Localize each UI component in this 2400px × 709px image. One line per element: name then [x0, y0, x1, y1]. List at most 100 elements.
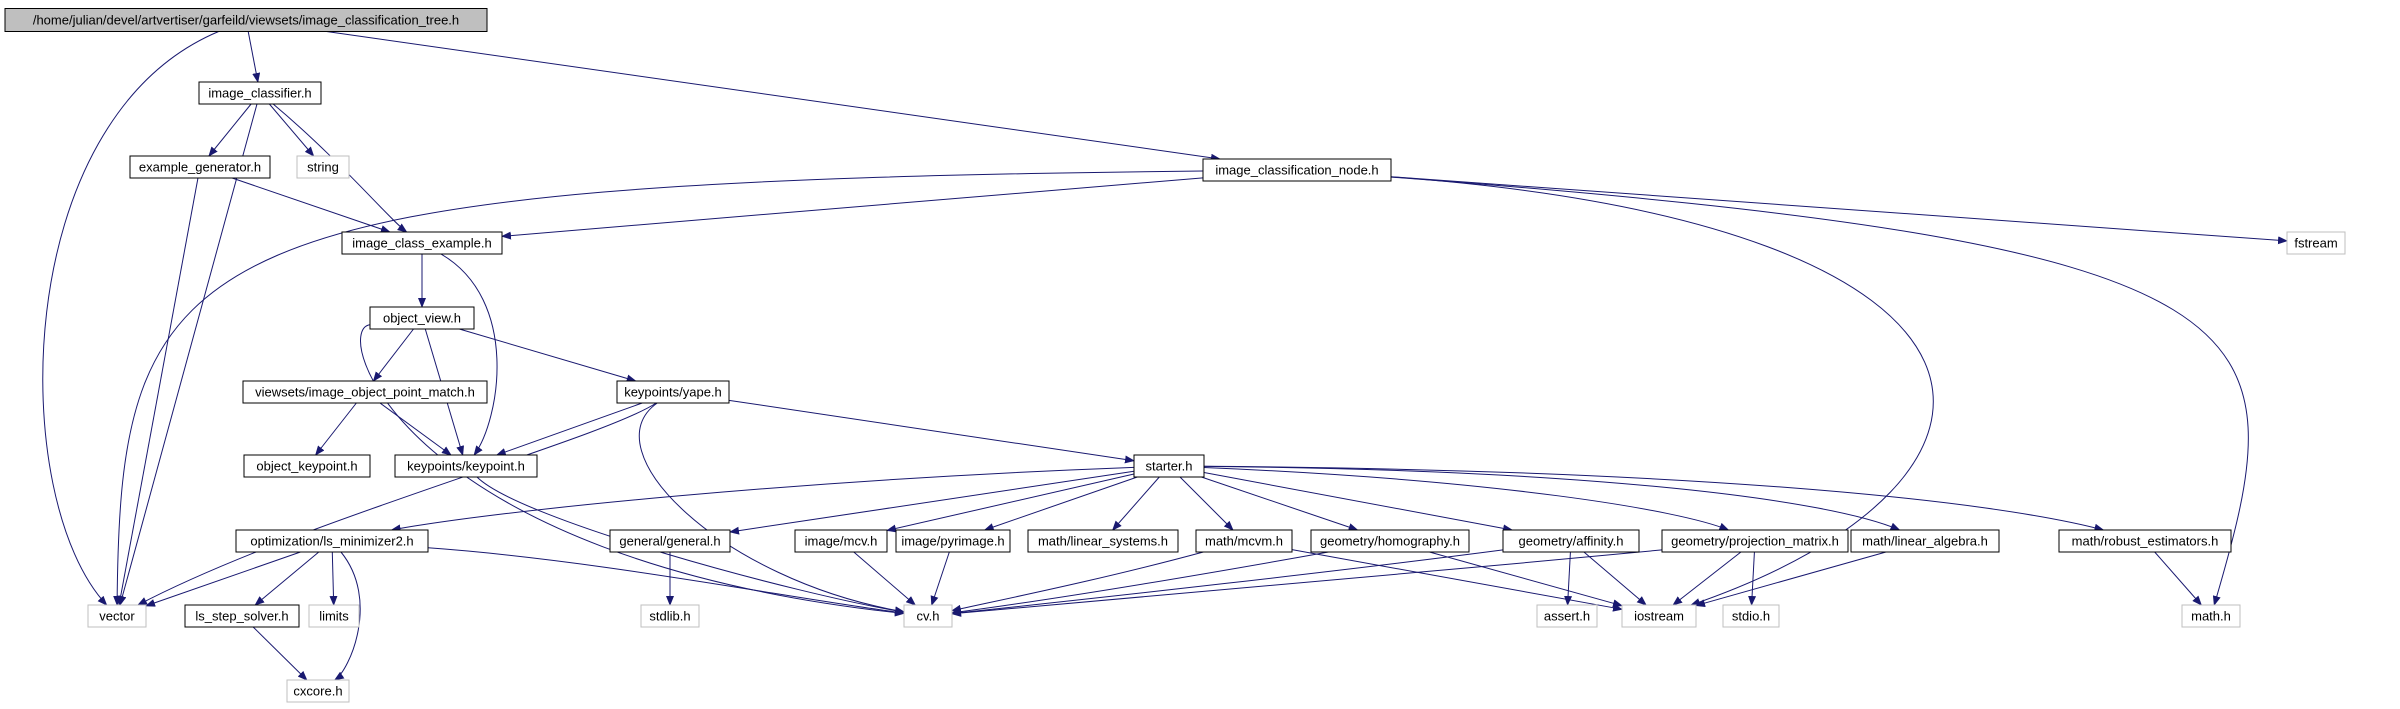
- edge-line: [729, 470, 1135, 535]
- edge-line: [1179, 476, 1234, 531]
- node-example-generator[interactable]: example_generator.h: [129, 155, 271, 179]
- edge-line: [1390, 176, 2249, 606]
- node-label: image_classifier.h: [208, 86, 311, 101]
- node-root[interactable]: /home/julian/devel/artvertiser/garfeild/…: [4, 8, 488, 32]
- edge-object-view-to-keypoints-yape: [459, 328, 637, 383]
- node-affinity[interactable]: geometry/affinity.h: [1502, 529, 1640, 553]
- edge-starter-to-homography: [1201, 476, 1359, 531]
- node-object-view[interactable]: object_view.h: [369, 306, 475, 330]
- edge-line: [268, 103, 315, 157]
- node-image-mcv[interactable]: image/mcv.h: [794, 529, 888, 553]
- edge-line: [116, 177, 199, 606]
- node-linear-systems[interactable]: math/linear_systems.h: [1027, 529, 1179, 553]
- node-label: keypoints/yape.h: [624, 385, 722, 400]
- node-box: [198, 81, 322, 105]
- node-box: [394, 454, 538, 478]
- node-ls-step-solver[interactable]: ls_step_solver.h: [184, 604, 300, 628]
- edge-ls-minimizer2-to-limits: [329, 551, 338, 606]
- node-starter[interactable]: starter.h: [1133, 454, 1205, 478]
- edge-line: [315, 402, 357, 456]
- edge-keypoints-yape-to-starter: [728, 399, 1135, 464]
- edge-keypoints-yape-to-vector: [137, 402, 657, 606]
- edge-projection-matrix-to-stdio: [1748, 551, 1757, 606]
- edge-line: [1203, 465, 1901, 531]
- node-box: [1195, 529, 1293, 553]
- edge-layer: [42, 31, 2288, 681]
- node-label: iostream: [1634, 609, 1684, 624]
- node-robust-estimators[interactable]: math/robust_estimators.h: [2058, 529, 2232, 553]
- edge-line: [145, 551, 301, 607]
- edge-ls-minimizer2-to-cxcore: [333, 551, 361, 681]
- node-label: image/pyrimage.h: [901, 534, 1004, 549]
- node-projection-matrix[interactable]: geometry/projection_matrix.h: [1661, 529, 1849, 553]
- edge-line: [1429, 551, 1623, 608]
- node-box: [1133, 454, 1205, 478]
- node-label: viewsets/image_object_point_match.h: [255, 385, 475, 400]
- edge-starter-to-ls-minimizer2: [390, 466, 1135, 533]
- node-linear-algebra[interactable]: math/linear_algebra.h: [1850, 529, 2000, 553]
- node-box: [1661, 529, 1849, 553]
- node-keypoints-keypoint[interactable]: keypoints/keypoint.h: [394, 454, 538, 478]
- node-object-keypoint[interactable]: object_keypoint.h: [243, 454, 371, 478]
- edge-robust-estimators-to-math: [2154, 551, 2202, 606]
- node-label: math/mcvm.h: [1205, 534, 1283, 549]
- node-label: image_class_example.h: [352, 236, 491, 251]
- node-image-class-example[interactable]: image_class_example.h: [341, 231, 503, 255]
- node-label: math/robust_estimators.h: [2072, 534, 2219, 549]
- edge-line: [326, 31, 1221, 162]
- edge-line: [329, 551, 338, 606]
- node-general[interactable]: general/general.h: [609, 529, 731, 553]
- edge-line: [951, 549, 1663, 617]
- edge-starter-to-projection-matrix: [1203, 466, 1730, 531]
- node-box: [243, 454, 371, 478]
- node-box: [4, 8, 488, 32]
- node-math: math.h: [2181, 604, 2241, 628]
- edge-starter-to-pyrimage: [983, 476, 1138, 531]
- edge-line: [208, 103, 252, 157]
- node-box: [640, 604, 700, 628]
- node-label: math/linear_systems.h: [1038, 534, 1168, 549]
- node-image-classifier[interactable]: image_classifier.h: [198, 81, 322, 105]
- edge-line: [930, 551, 950, 606]
- node-homography[interactable]: geometry/homography.h: [1310, 529, 1470, 553]
- edge-image-object-point-match-to-keypoints-keypoint: [379, 402, 452, 456]
- node-box: [1202, 158, 1392, 182]
- edge-line: [427, 547, 905, 616]
- edge-ls-minimizer2-to-vector: [145, 551, 301, 607]
- edge-root-to-image-classification-node: [326, 31, 1221, 162]
- edge-line: [252, 626, 308, 681]
- edge-starter-to-general: [729, 470, 1135, 535]
- edge-line: [638, 402, 905, 615]
- node-keypoints-yape[interactable]: keypoints/yape.h: [616, 380, 730, 404]
- node-image-object-point-match[interactable]: viewsets/image_object_point_match.h: [242, 380, 488, 404]
- edge-line: [1112, 476, 1160, 531]
- node-vector: vector: [87, 604, 147, 628]
- edge-image-classifier-to-string: [268, 103, 315, 157]
- node-label: example_generator.h: [139, 160, 261, 175]
- node-label: stdio.h: [1732, 609, 1770, 624]
- node-box: [369, 306, 475, 330]
- node-box: [895, 529, 1011, 553]
- edge-line: [118, 103, 258, 606]
- node-ls-minimizer2[interactable]: optimization/ls_minimizer2.h: [235, 529, 429, 553]
- edge-object-view-to-cv: [360, 324, 905, 617]
- node-box: [2286, 231, 2346, 255]
- node-image-classification-node[interactable]: image_classification_node.h: [1202, 158, 1392, 182]
- edge-line: [1203, 465, 2105, 532]
- node-label: assert.h: [1544, 609, 1590, 624]
- edge-image-classification-node-to-vector: [113, 170, 1204, 606]
- node-box: [341, 231, 503, 255]
- edge-root-to-vector: [42, 31, 219, 606]
- edge-linear-algebra-to-iostream: [1695, 551, 1887, 607]
- edge-image-classifier-to-example-generator: [208, 103, 252, 157]
- edge-line: [254, 551, 320, 606]
- edge-image-object-point-match-to-object-keypoint: [315, 402, 357, 456]
- node-mcvm[interactable]: math/mcvm.h: [1195, 529, 1293, 553]
- node-pyrimage[interactable]: image/pyrimage.h: [895, 529, 1011, 553]
- node-stdio: stdio.h: [1722, 604, 1780, 628]
- node-label: math.h: [2191, 609, 2231, 624]
- node-label: geometry/homography.h: [1320, 534, 1460, 549]
- edge-starter-to-linear-algebra: [1203, 465, 1901, 531]
- edge-image-classifier-to-vector: [118, 103, 258, 606]
